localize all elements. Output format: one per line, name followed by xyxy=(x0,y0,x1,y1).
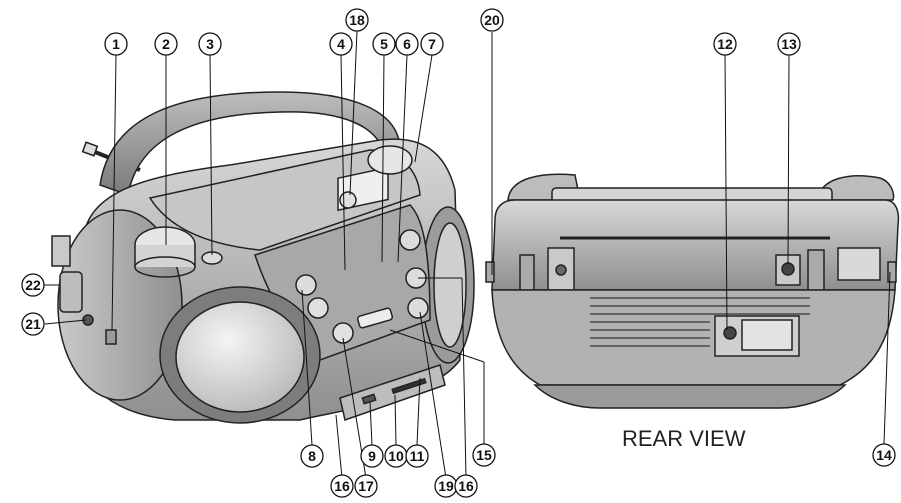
front-speaker-grille xyxy=(175,301,305,413)
svg-text:18: 18 xyxy=(349,12,365,28)
svg-text:16: 16 xyxy=(458,478,474,494)
card-slot xyxy=(391,377,427,395)
function-slider xyxy=(356,307,394,329)
svg-text:7: 7 xyxy=(428,36,436,52)
usb-port xyxy=(361,393,377,405)
svg-text:9: 9 xyxy=(368,448,376,464)
rear-top-bump-right xyxy=(817,175,895,201)
callout-1: 1 xyxy=(104,32,128,56)
svg-text:19: 19 xyxy=(438,478,454,494)
rear-base xyxy=(533,384,847,409)
button-right-3 xyxy=(407,297,429,319)
svg-text:1: 1 xyxy=(112,36,120,52)
rear-side-nub-right xyxy=(887,261,897,283)
callout-6: 6 xyxy=(395,32,419,56)
rear-side-nub-left xyxy=(485,261,495,283)
svg-text:22: 22 xyxy=(25,277,41,293)
svg-text:16: 16 xyxy=(334,478,350,494)
callout-11: 11 xyxy=(405,444,429,468)
button-a xyxy=(295,274,317,296)
skip-button xyxy=(307,297,329,319)
rear-label-box xyxy=(837,247,881,281)
svg-text:8: 8 xyxy=(308,448,316,464)
callout-14: 14 xyxy=(872,443,896,467)
side-jack-panel xyxy=(59,271,83,313)
dc-jack xyxy=(781,262,795,276)
button-right-1 xyxy=(399,229,421,251)
svg-text:15: 15 xyxy=(476,447,492,463)
callout-12: 12 xyxy=(713,32,737,56)
callout-8: 8 xyxy=(300,444,324,468)
rear-view-label: REAR VIEW xyxy=(622,426,746,451)
svg-text:17: 17 xyxy=(358,478,374,494)
callout-17: 17 xyxy=(354,474,378,498)
play-pause-button xyxy=(332,322,354,344)
svg-text:11: 11 xyxy=(410,448,425,464)
callout-21: 21 xyxy=(21,312,45,336)
svg-text:6: 6 xyxy=(403,36,411,52)
lid-open-button xyxy=(339,191,357,209)
callout-13: 13 xyxy=(777,32,801,56)
callout-20: 20 xyxy=(480,8,504,32)
callout-10: 10 xyxy=(384,444,408,468)
rear-view xyxy=(485,173,900,409)
svg-text:21: 21 xyxy=(25,316,41,332)
callout-16-right: 16 xyxy=(454,474,478,498)
leader-lines xyxy=(44,30,891,479)
callout-3: 3 xyxy=(198,32,222,56)
svg-text:4: 4 xyxy=(337,36,345,52)
front-view xyxy=(51,91,475,424)
callout-15: 15 xyxy=(472,443,496,467)
svg-text:12: 12 xyxy=(717,36,733,52)
svg-text:2: 2 xyxy=(162,36,170,52)
tuning-knob xyxy=(367,145,413,175)
svg-text:10: 10 xyxy=(388,448,404,464)
rear-post-left xyxy=(519,254,535,291)
callout-7: 7 xyxy=(420,32,444,56)
svg-text:14: 14 xyxy=(876,447,892,463)
svg-text:5: 5 xyxy=(380,36,388,52)
callout-4: 4 xyxy=(329,32,353,56)
callout-16-left: 16 xyxy=(330,474,354,498)
right-speaker-inner xyxy=(433,222,467,348)
rear-post-right xyxy=(807,249,825,291)
ac-socket xyxy=(723,326,737,340)
callout-5: 5 xyxy=(372,32,396,56)
svg-text:20: 20 xyxy=(484,12,500,28)
callout-9: 9 xyxy=(360,444,384,468)
callout-19: 19 xyxy=(434,474,458,498)
svg-text:13: 13 xyxy=(781,36,797,52)
callout-22: 22 xyxy=(21,273,45,297)
side-latch xyxy=(51,235,71,267)
callout-2: 2 xyxy=(154,32,178,56)
side-switch xyxy=(105,329,117,345)
callout-18: 18 xyxy=(345,8,369,32)
rear-vents xyxy=(590,297,810,347)
svg-text:3: 3 xyxy=(206,36,214,52)
callouts: 1 2 3 4 18 5 6 7 20 12 13 22 21 8 9 10 1… xyxy=(21,8,896,498)
